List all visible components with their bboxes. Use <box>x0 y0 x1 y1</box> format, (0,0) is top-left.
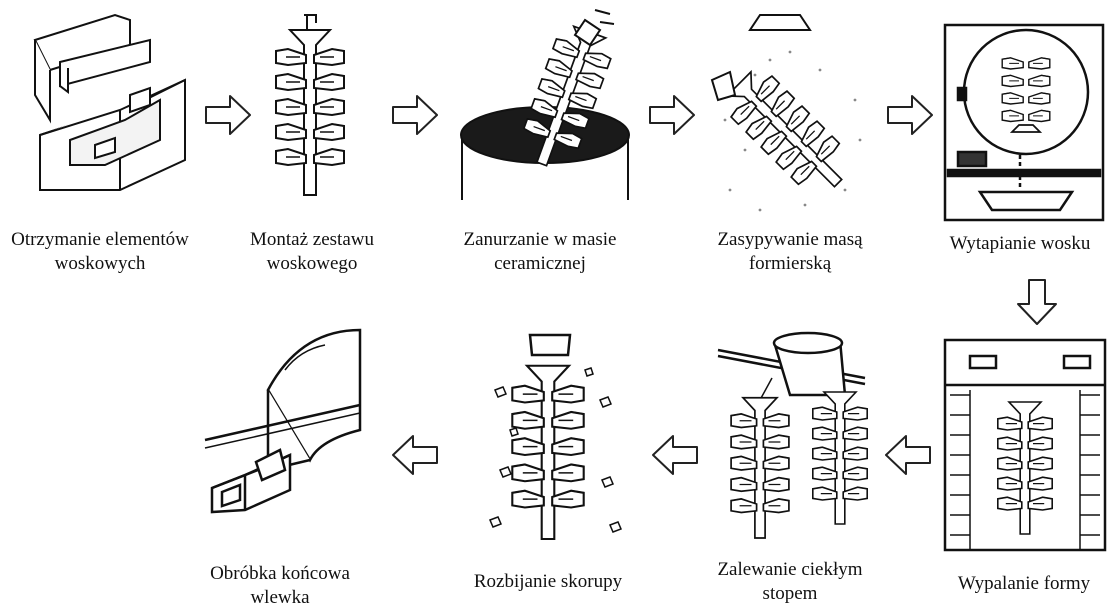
step-caption-3: Zanurzanie w masie ceramicznej <box>435 228 645 276</box>
shell-knockout-icon <box>490 335 621 539</box>
metal-pouring-ladle-icon <box>718 333 867 538</box>
hollow-arrow-icon <box>206 96 250 134</box>
wax-injection-mold-icon <box>35 15 185 190</box>
hollow-arrow-icon <box>650 96 694 134</box>
mold-firing-kiln-icon <box>945 340 1105 550</box>
hollow-arrow-icon <box>653 436 697 474</box>
dewax-autoclave-icon <box>945 25 1103 220</box>
step-caption-8: Rozbijanie skorupy <box>448 570 648 594</box>
stucco-sanding-icon <box>712 15 861 211</box>
final-machining-icon <box>205 330 360 512</box>
step-caption-7: Zalewanie ciekłym stopem <box>690 558 890 606</box>
step-caption-9: Obróbka końcowa wlewka <box>180 562 380 610</box>
ceramic-dip-bath-icon <box>461 10 629 200</box>
step-caption-1: Otrzymanie elementów woskowych <box>0 228 200 276</box>
hollow-arrow-icon <box>393 96 437 134</box>
step-caption-5: Wytapianie wosku <box>930 232 1110 256</box>
wax-tree-assembly-icon <box>276 15 344 195</box>
hollow-arrow-icon <box>888 96 932 134</box>
step-caption-4: Zasypywanie masą formierską <box>690 228 890 276</box>
hollow-arrow-icon <box>886 436 930 474</box>
hollow-arrow-icon <box>1018 280 1056 324</box>
step-caption-6: Wypalanie formy <box>938 572 1110 596</box>
hollow-arrow-icon <box>393 436 437 474</box>
step-caption-2: Montaż zestawu woskowego <box>222 228 402 276</box>
